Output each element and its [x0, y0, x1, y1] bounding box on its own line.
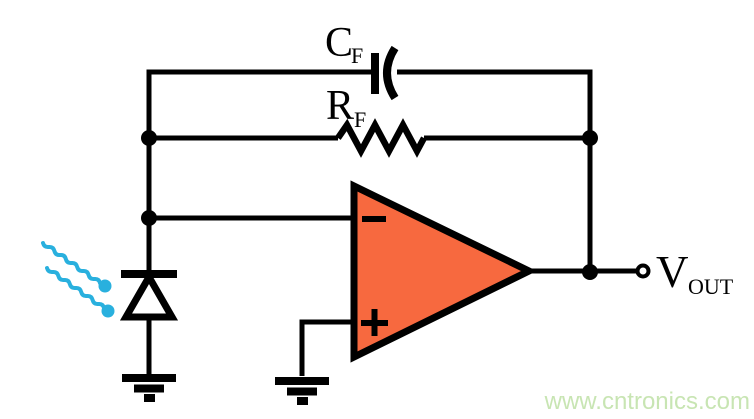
ground-icon — [275, 377, 329, 405]
vout-label: VOUT — [656, 247, 734, 299]
wire-left-vertical — [146, 69, 375, 274]
junction-dot — [141, 210, 157, 226]
wire-top-right — [397, 69, 593, 272]
capacitor-plate-right — [383, 45, 399, 101]
junction-dot — [582, 130, 598, 146]
capacitor-symbol — [371, 45, 399, 101]
opamp-triangle — [350, 180, 537, 363]
plus-icon — [361, 309, 388, 336]
light-ray-icon — [45, 266, 106, 310]
feedback-resistor-label: RF — [326, 83, 366, 132]
watermark-text: www.cntronics.com — [544, 388, 750, 415]
photodiode-triangle — [119, 269, 179, 321]
light-ray-icon — [41, 241, 102, 285]
junction-dots — [141, 130, 598, 280]
light-rays — [41, 241, 106, 310]
light-ray-dot — [98, 279, 112, 293]
light-ray-dots — [98, 279, 115, 318]
feedback-capacitor-label: CF — [325, 20, 363, 68]
wire-noninverting-input — [299, 319, 358, 376]
junction-dot — [141, 130, 157, 146]
ground-icon — [122, 374, 176, 402]
photodiode-symbol — [119, 269, 179, 321]
light-ray-dot — [101, 304, 115, 318]
resistor-zigzag — [335, 118, 427, 158]
junction-dot — [582, 264, 598, 280]
output-terminal-circle — [635, 263, 651, 279]
